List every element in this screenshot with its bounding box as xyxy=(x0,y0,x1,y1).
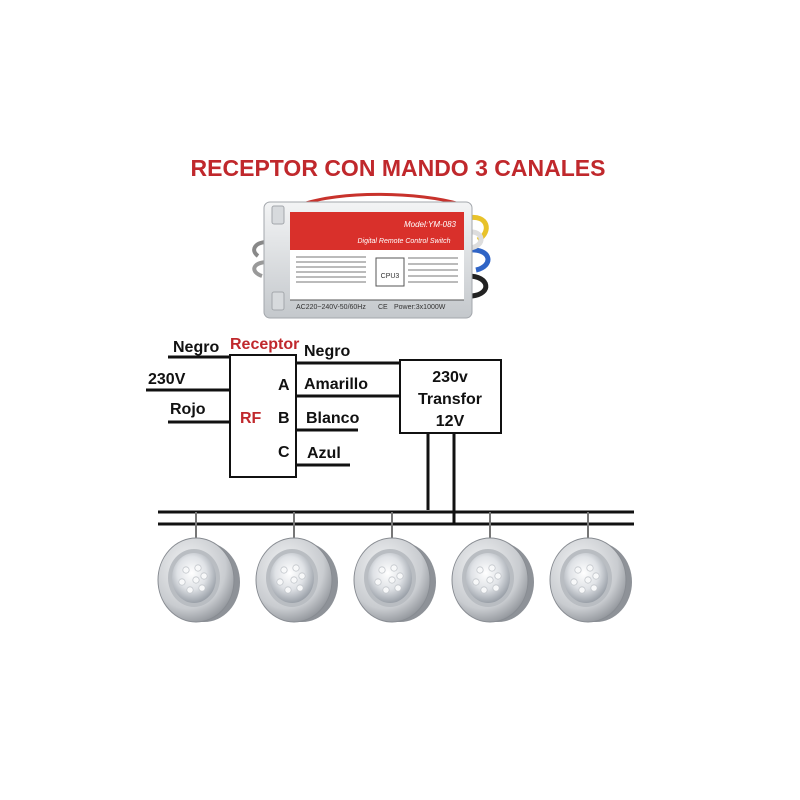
transformer-line2: Transfor xyxy=(418,391,482,408)
input-voltage-label: 230V xyxy=(148,371,186,388)
module-model: Model:YM-083 xyxy=(404,220,457,229)
input-wiring xyxy=(146,355,230,424)
module-ce: CE xyxy=(378,304,388,311)
channel-b-label: B xyxy=(278,410,290,427)
module-subtitle: Digital Remote Control Switch xyxy=(358,238,451,245)
transformer-line3: 12V xyxy=(436,413,465,430)
output-wiring xyxy=(296,361,400,467)
lamps xyxy=(157,512,632,623)
module-label xyxy=(290,212,464,250)
black-wire xyxy=(467,273,489,299)
lamp-fixture xyxy=(157,512,240,623)
receptor-title: Receptor xyxy=(230,336,299,353)
red-wire xyxy=(299,192,461,207)
output-negro-label: Negro xyxy=(304,343,350,360)
module-chip: CPU3 xyxy=(381,273,400,280)
receptor-rf-label: RF xyxy=(240,410,262,427)
diagram-title: RECEPTOR CON MANDO 3 CANALES xyxy=(191,155,606,181)
input-rojo-label: Rojo xyxy=(170,401,206,418)
lamp-fixture xyxy=(255,512,338,623)
channel-c-label: C xyxy=(278,444,290,461)
transformer-drops xyxy=(426,433,456,524)
output-blanco-label: Blanco xyxy=(306,410,360,427)
lamp-fixture xyxy=(353,512,436,623)
output-azul-label: Azul xyxy=(307,445,341,462)
bus-lines xyxy=(158,510,634,526)
transformer-box xyxy=(399,359,502,434)
module-rating: AC220~240V-50/60Hz xyxy=(296,304,366,311)
receptor-box xyxy=(229,354,297,478)
module-power: Power:3x1000W xyxy=(394,304,446,311)
receiver-module-image: Model:YM-083 Digital Remote Control Swit… xyxy=(252,192,491,319)
output-amarillo-label: Amarillo xyxy=(304,376,368,393)
transformer-line1: 230v xyxy=(432,369,468,386)
lamp-fixture xyxy=(451,512,534,623)
channel-a-label: A xyxy=(278,377,290,394)
lamp-fixture xyxy=(549,512,632,623)
input-negro-label: Negro xyxy=(173,339,219,356)
blue-wire xyxy=(467,247,491,273)
